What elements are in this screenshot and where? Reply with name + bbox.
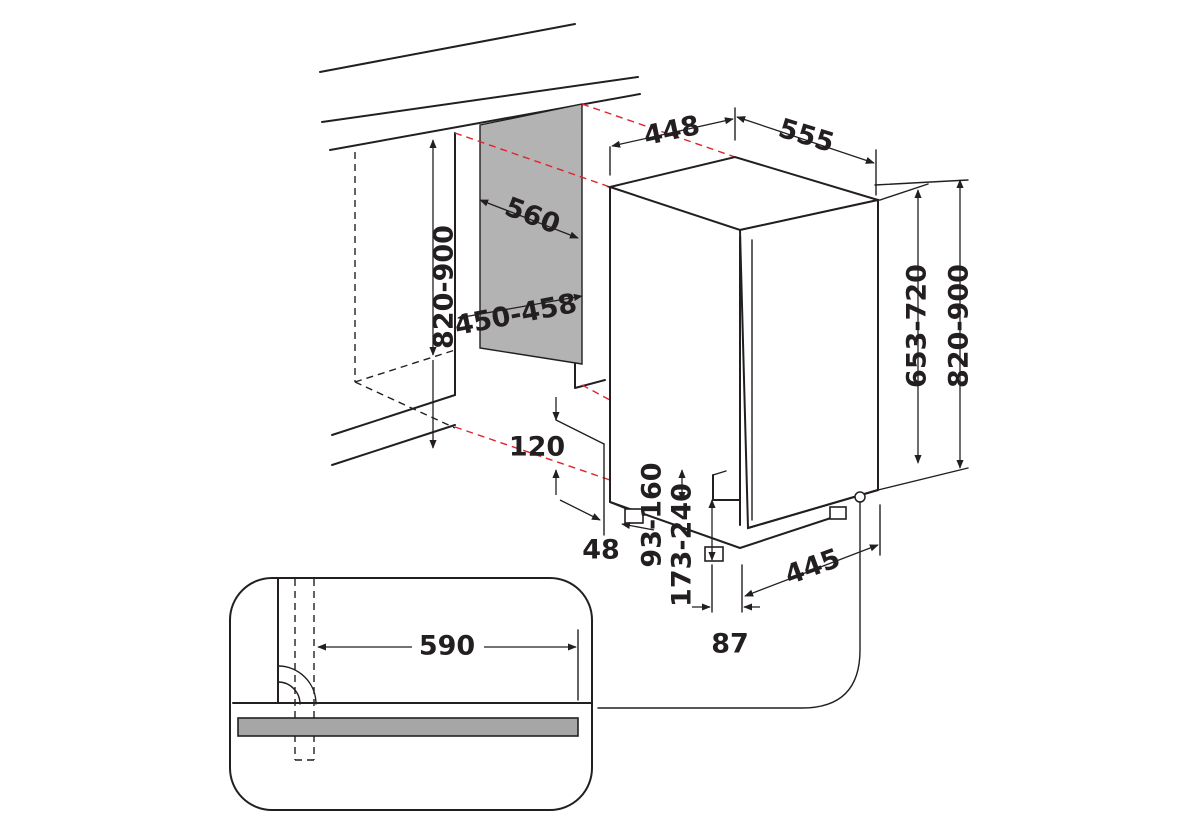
label-total-height: 820-900 xyxy=(944,264,975,388)
label-appliance-width: 448 xyxy=(641,110,703,152)
foot-right xyxy=(829,506,847,520)
label-door-height: 653-720 xyxy=(902,264,933,388)
connection-point xyxy=(854,491,866,503)
label-detail-depth: 590 xyxy=(419,631,475,662)
label-plinth-gap: 120 xyxy=(509,432,565,463)
detail-inset xyxy=(229,577,593,811)
worktop-section xyxy=(237,717,579,737)
foot-front xyxy=(704,546,724,562)
foot-left xyxy=(624,508,644,524)
dishwasher xyxy=(597,155,882,709)
label-foot-span: 445 xyxy=(781,543,845,591)
kitchen-niche xyxy=(319,23,736,481)
label-niche-height: 820-900 xyxy=(429,225,460,349)
dishwasher-door xyxy=(738,198,879,530)
label-appliance-depth: 555 xyxy=(775,113,838,159)
label-foot-range-b: 173-240 xyxy=(667,483,698,607)
label-side-offset: 48 xyxy=(582,535,620,566)
label-foot-front: 87 xyxy=(711,629,749,660)
label-foot-range-a: 93-160 xyxy=(637,462,668,567)
dimension-lines xyxy=(429,107,969,613)
